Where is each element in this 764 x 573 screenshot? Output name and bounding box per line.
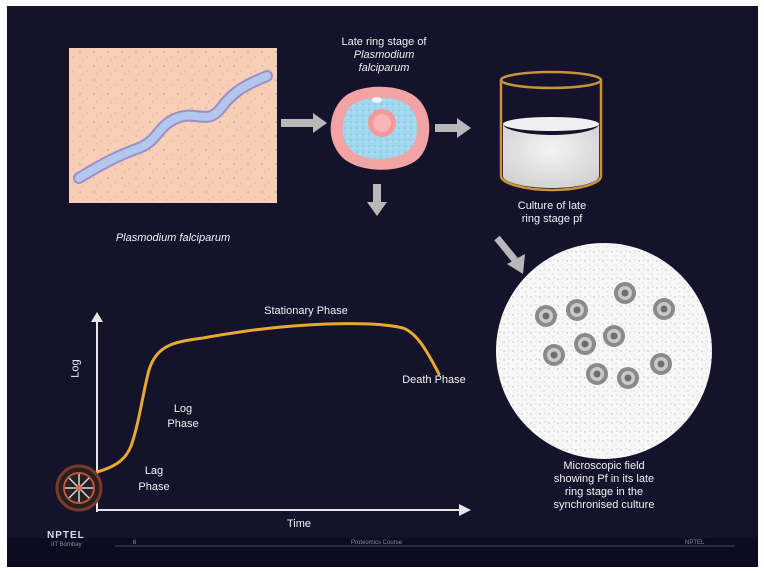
footer-course-title: Proteomics Course [351, 540, 402, 546]
ring-cell-icon [614, 282, 636, 304]
nptel-brand-label: NPTEL [47, 529, 117, 542]
ring-stage-title-line1: Late ring stage of [319, 36, 449, 49]
plasmodium-tissue-image [69, 48, 277, 203]
ring-stage-title-line3: falciparum [319, 62, 449, 75]
death-phase-label: Death Phase [389, 374, 479, 387]
ring-cell-icon [586, 363, 608, 385]
microscopic-field-image [496, 243, 712, 459]
ring-cell-icon [603, 325, 625, 347]
arrow-right-icon [435, 118, 471, 138]
arrow-diagonal-icon [497, 238, 525, 274]
ring-stage-title-line2: Plasmodium [319, 49, 449, 62]
y-axis-label: Log [70, 354, 83, 384]
nptel-logo-icon [57, 466, 101, 510]
lag-phase-label-line2: Phase [134, 481, 174, 494]
log-phase-label-line1: Log [163, 403, 203, 416]
footer-right-brand: NPTEL [685, 540, 704, 546]
log-phase-label-line2: Phase [163, 418, 203, 431]
slide: Plasmodium falciparum Late ring stage of… [7, 6, 758, 567]
ring-cell-icon [535, 305, 557, 327]
footer-page-number: 6 [133, 540, 136, 546]
ring-cell-icon [543, 344, 565, 366]
micro-caption-line1: Microscopic field [529, 460, 679, 473]
ring-stage-cell-image [331, 87, 430, 170]
culture-caption-line1: Culture of late [497, 200, 607, 213]
growth-curve-line [97, 324, 439, 472]
micro-caption-line3: ring stage in the [529, 486, 679, 499]
arrow-right-icon [281, 113, 327, 133]
culture-caption-line2: ring stage pf [497, 213, 607, 226]
ring-cell-icon [650, 353, 672, 375]
footer-divider [115, 545, 735, 547]
stationary-phase-label: Stationary Phase [246, 305, 366, 318]
plasmodium-caption: Plasmodium falciparum [103, 232, 243, 245]
ring-cell-icon [653, 298, 675, 320]
micro-caption-line4: synchronised culture [529, 499, 679, 512]
x-axis-label: Time [279, 518, 319, 531]
culture-beaker-image [501, 72, 601, 190]
micro-caption-line2: showing Pf in its late [529, 473, 679, 486]
footer-institute-text: IIT Bombay [51, 542, 82, 548]
ring-cell-icon [574, 333, 596, 355]
arrow-down-icon [367, 184, 387, 216]
ring-cell-icon [617, 367, 639, 389]
ring-cell-icon [566, 299, 588, 321]
lag-phase-label-line1: Lag [134, 465, 174, 478]
